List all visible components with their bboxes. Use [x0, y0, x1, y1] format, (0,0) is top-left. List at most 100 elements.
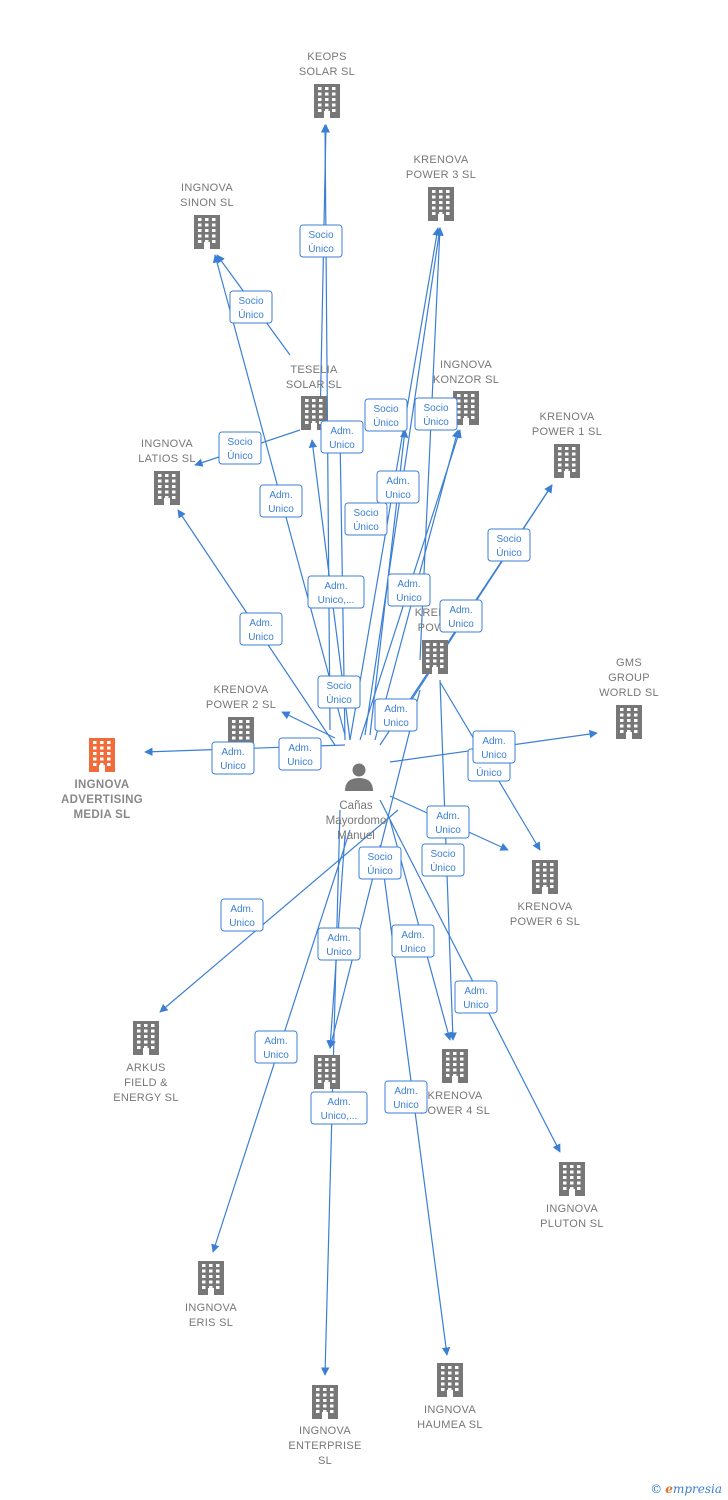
relation-label-text: Adm.	[330, 426, 353, 437]
relation-label-box	[439, 599, 483, 633]
company-name-line: GMS	[616, 657, 642, 669]
relation-label[interactable]: Adm.Unico	[374, 698, 418, 732]
company-name-line: KONZOR SL	[433, 374, 499, 386]
relation-label-text: Adm.	[324, 581, 347, 592]
relation-label-text: Único	[367, 864, 393, 877]
brand-footer[interactable]: ©empresia	[650, 1482, 722, 1496]
relation-label[interactable]: Adm.Unico	[320, 420, 364, 454]
relation-label-text: Unico	[481, 750, 507, 761]
building-icon	[616, 705, 642, 739]
relation-label-text: Unico	[385, 490, 411, 501]
relation-label[interactable]: Adm.Unico	[454, 980, 498, 1014]
relation-label[interactable]: Adm.Unico	[211, 741, 255, 775]
relation-label[interactable]: Adm.Unico	[317, 927, 361, 961]
building-icon	[89, 738, 115, 772]
relation-label-box	[376, 470, 420, 504]
relation-label-text: Adm.	[249, 618, 272, 629]
relation-label-box	[487, 528, 531, 562]
company-name-line: POWER 3 SL	[406, 169, 476, 181]
relation-label-box	[317, 675, 361, 709]
relation-label[interactable]: Adm.Unico,...	[307, 575, 365, 609]
relation-label[interactable]: Adm.Unico	[426, 805, 470, 839]
building-icon	[198, 1261, 224, 1295]
relation-label-text: Adm.	[327, 1097, 350, 1108]
relation-label[interactable]: Adm.Unico	[376, 470, 420, 504]
relation-label[interactable]: Adm.Unico	[472, 730, 516, 764]
company-node-latios[interactable]: INGNOVA LATIOS SL	[138, 438, 196, 505]
relation-label[interactable]: Adm.Unico	[220, 898, 264, 932]
company-name-line: SL	[318, 1455, 332, 1467]
relation-label[interactable]: Adm.Unico	[391, 924, 435, 958]
relation-label-text: Adm.	[327, 933, 350, 944]
relation-label-text: Adm.	[464, 986, 487, 997]
relation-label[interactable]: Adm.Unico	[278, 737, 322, 771]
company-name-line: INGNOVA	[424, 1404, 476, 1416]
relation-label[interactable]: Adm.Unico	[259, 484, 303, 518]
edge-line	[281, 711, 336, 739]
relation-label[interactable]: Adm.Unico	[254, 1030, 298, 1064]
copyright-symbol: ©	[650, 1482, 663, 1496]
relation-label-box	[220, 898, 264, 932]
relation-label-text: Unico	[248, 632, 274, 643]
relation-label-box	[310, 1091, 368, 1125]
company-name-line: ENERGY SL	[113, 1092, 178, 1104]
relation-label-text: Unico	[448, 619, 474, 630]
relation-label-text: Socio	[367, 852, 392, 863]
relation-label-text: Adm.	[384, 704, 407, 715]
relation-label-text: Socio	[373, 404, 398, 415]
relation-label-text: Adm.	[221, 747, 244, 758]
relation-label-box	[307, 575, 365, 609]
brand-initial: e	[665, 1482, 673, 1496]
relation-label-text: Socio	[496, 534, 521, 545]
company-name-line: INGNOVA	[141, 438, 193, 450]
relation-label[interactable]: Adm. Unico	[239, 612, 283, 646]
relation-label-box	[278, 737, 322, 771]
relation-label-text: Unico	[396, 593, 422, 604]
company-name-line: POWER 4 SL	[420, 1105, 490, 1117]
company-name-line: LATIOS SL	[138, 453, 196, 465]
company-name-line: ADVERTISING	[61, 794, 143, 806]
building-icon	[532, 860, 558, 894]
company-name-line: KEOPS	[307, 51, 346, 63]
relation-label-box	[299, 224, 343, 258]
person-name-line: Cañas	[339, 800, 372, 812]
relation-label[interactable]: Adm.Unico	[439, 599, 483, 633]
relation-label-box	[254, 1030, 298, 1064]
relation-label[interactable]: Adm.Unico	[387, 573, 431, 607]
relation-label-box	[218, 431, 262, 465]
company-name-line: INGNOVA	[440, 359, 492, 371]
relation-label-text: Único	[373, 416, 399, 429]
relation-label[interactable]: Adm.Unico,...	[310, 1091, 368, 1125]
relation-label[interactable]: Adm.Unico	[384, 1080, 428, 1114]
relation-label-text: Unico	[393, 1100, 419, 1111]
relation-label-text: Adm.	[230, 904, 253, 915]
relation-label-box	[426, 805, 470, 839]
building-icon	[301, 396, 327, 430]
